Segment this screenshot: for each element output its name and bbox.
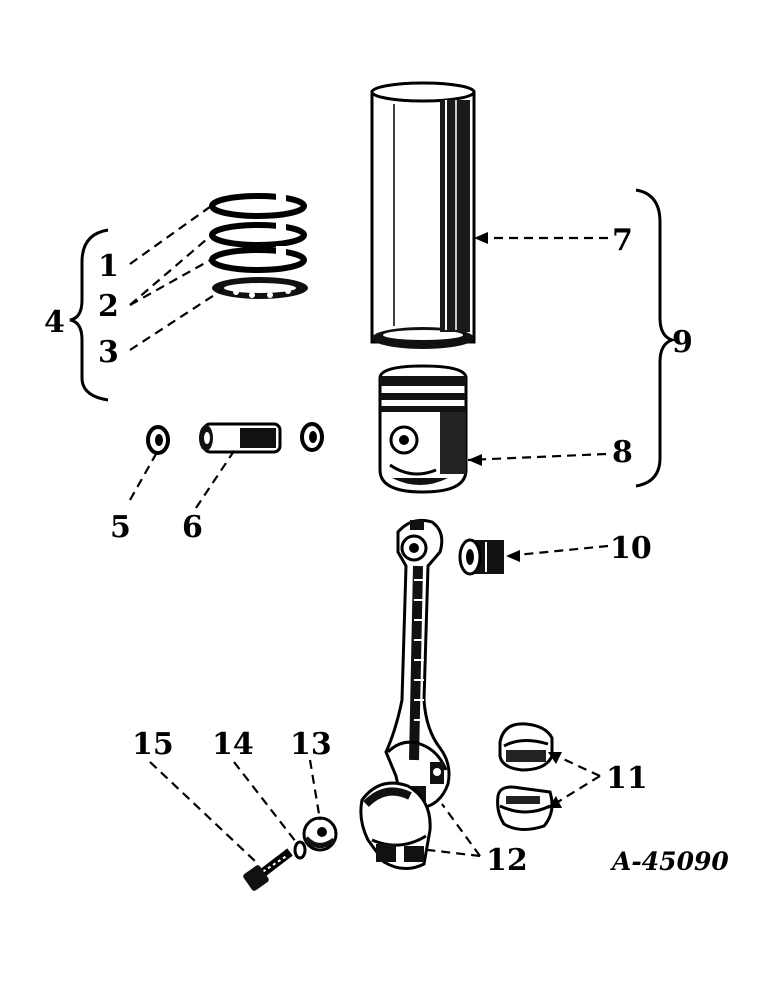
- callout-3: 3: [98, 335, 119, 370]
- connecting-rod: [384, 518, 451, 810]
- piston-ring-second: [209, 246, 307, 273]
- callout-7: 7: [612, 223, 633, 258]
- snap-ring-left: [146, 425, 170, 455]
- piston-pin-bushing: [458, 538, 504, 576]
- drawing-number: A-45090: [610, 847, 729, 876]
- snap-ring-right: [300, 422, 324, 452]
- callout-13: 13: [290, 727, 332, 762]
- leader-lines: [129, 203, 609, 863]
- rod-bolt: [243, 848, 293, 891]
- piston: [378, 364, 468, 494]
- piston-ring-top: [209, 192, 307, 219]
- brace-group-4: [69, 228, 109, 402]
- lock-washer: [293, 840, 307, 860]
- callout-11: 11: [606, 761, 648, 796]
- callout-5: 5: [110, 510, 131, 545]
- callout-14: 14: [212, 727, 254, 762]
- bearing-upper: [498, 722, 554, 772]
- callout-4: 4: [44, 305, 65, 340]
- callout-6: 6: [182, 510, 203, 545]
- callout-2: 2: [98, 289, 119, 324]
- cylinder-sleeve: [370, 81, 476, 349]
- callout-12: 12: [486, 843, 528, 878]
- bearing-lower: [496, 785, 554, 831]
- piston-ring-oil: [212, 277, 308, 299]
- callout-9: 9: [672, 325, 693, 360]
- callout-8: 8: [612, 435, 633, 470]
- piston-ring-compression: [209, 221, 307, 248]
- rod-nut: [302, 816, 338, 852]
- connecting-rod-cap: [359, 781, 432, 870]
- callout-15: 15: [132, 727, 174, 762]
- brace-group-9: [635, 188, 677, 488]
- callout-1: 1: [98, 249, 119, 284]
- piston-pin: [199, 422, 282, 454]
- callout-10: 10: [610, 531, 652, 566]
